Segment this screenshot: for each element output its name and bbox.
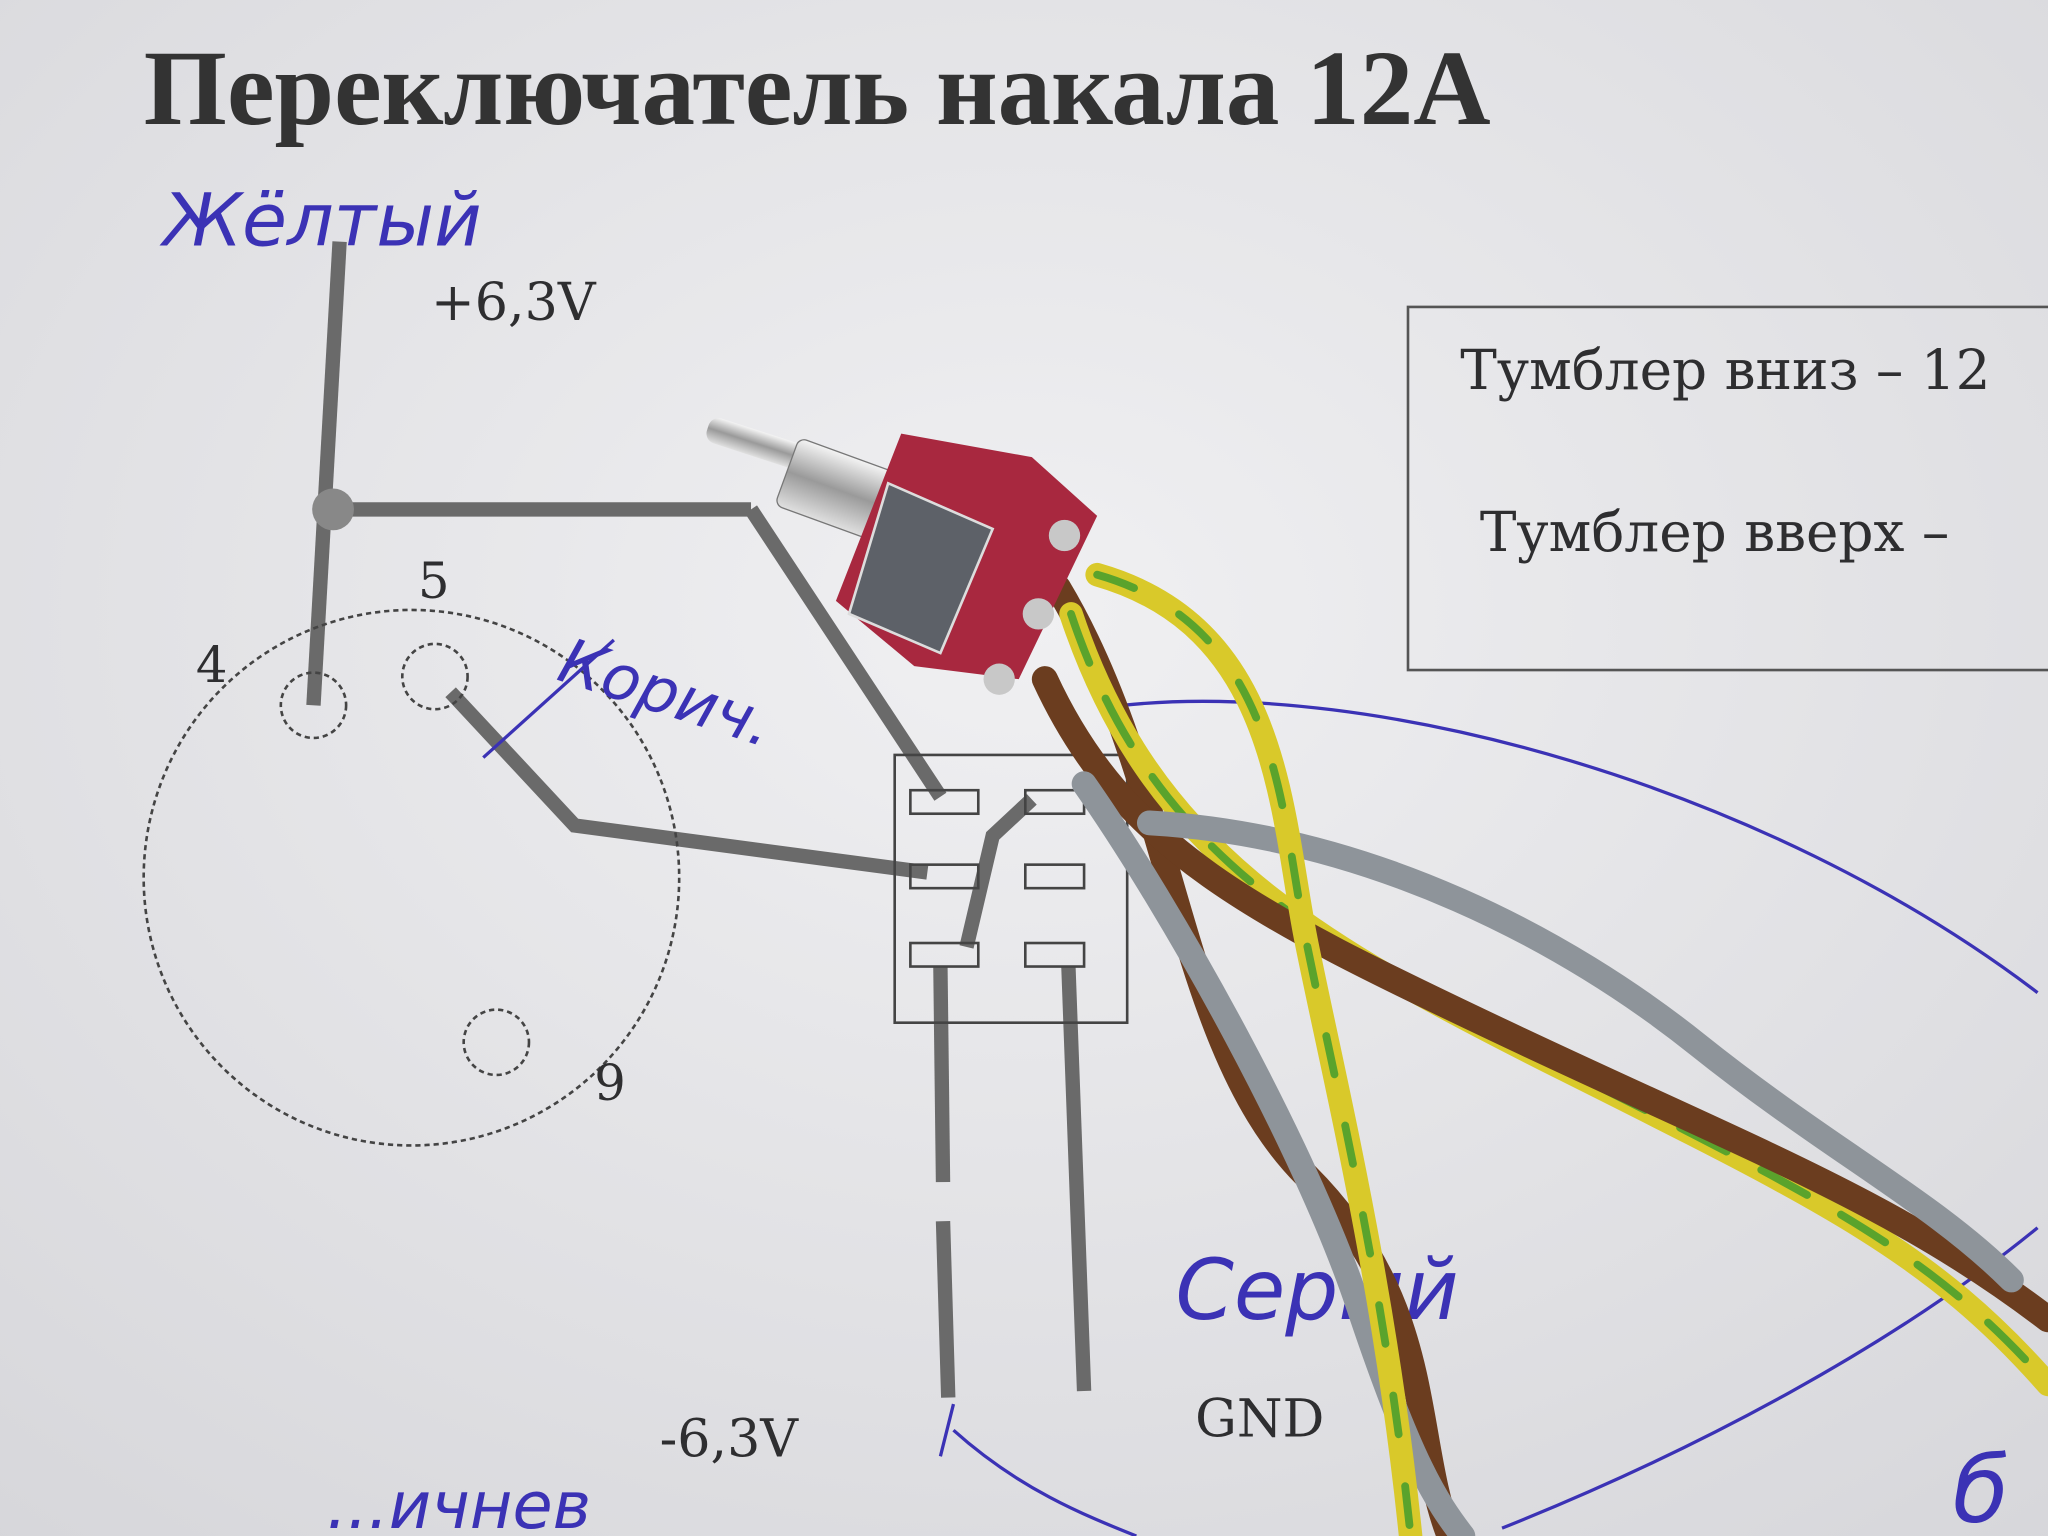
plus-voltage-label: +6,3V [431,273,597,333]
brown-wire-2 [1031,666,2048,1333]
gnd-label: GND [1195,1390,1324,1450]
pin-9-label: 9 [594,1054,626,1112]
handwritten-bottom: ...ичнев [327,1468,592,1536]
toggle-switch [706,418,1098,695]
note-switch-down: Тумблер вниз – 12 [1460,338,1990,402]
minus-voltage-label: -6,3V [660,1409,800,1469]
note-box [1406,305,2048,672]
junction-dot [312,488,354,531]
switch-terminal [1022,598,1055,630]
switch-terminal [1048,519,1081,552]
schematic-lines [306,241,1092,1398]
handwritten-right: б [1953,1437,2009,1536]
handwritten-grey: Серый [1176,1241,1459,1339]
grey-wire-2 [1136,810,2024,1293]
handwritten-yellow: Жёлтый [159,179,481,264]
note-switch-up: Тумблер вверх – [1480,500,1949,564]
pin-4-label: 4 [196,636,228,694]
switch-lever [706,418,803,468]
diagram-title: Переключатель накала 12А [144,30,1491,148]
pin-5-label: 5 [418,552,450,610]
twisted-wire-bundle [1031,562,2048,1536]
yellow-green-stripe-2 [1093,570,1415,1536]
switch-terminal [983,663,1015,695]
grey-wire-1 [1071,771,1476,1536]
switch-plate [847,481,995,655]
tube-socket [142,608,681,1147]
